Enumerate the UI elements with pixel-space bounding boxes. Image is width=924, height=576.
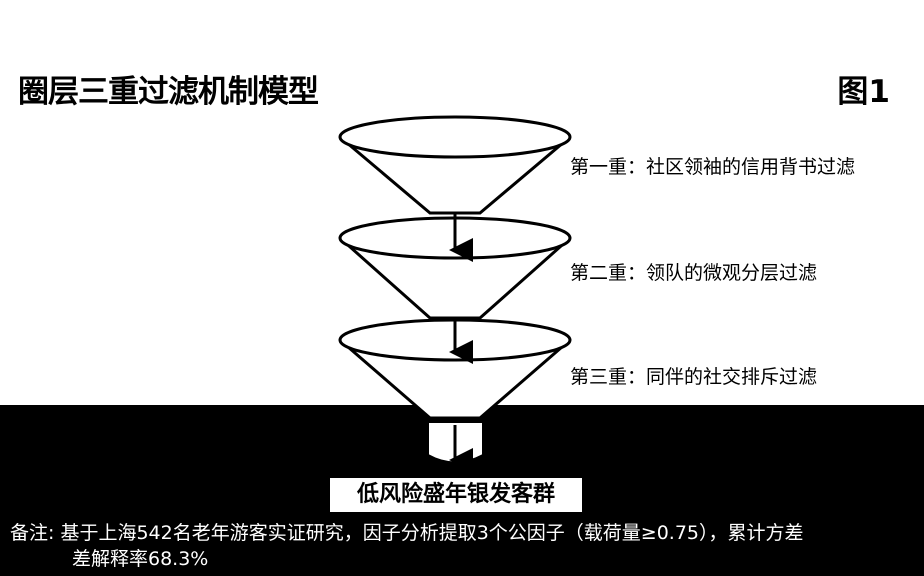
output-box: 低风险盛年银发客群 (330, 478, 582, 512)
stage-2-label: 第二重：领队的微观分层过滤 (570, 262, 818, 284)
footnote-line-2: 差解释率68.3% (72, 548, 209, 570)
footnote: 备注: 基于上海542名老年游客实证研究，因子分析提取3个公因子（载荷量≥0.7… (10, 520, 910, 572)
stage-1-label: 第一重：社区领袖的信用背书过滤 (570, 156, 856, 178)
funnel-1 (338, 115, 572, 215)
page-title: 圈层三重过滤机制模型 (18, 74, 319, 110)
stage-3-label: 第三重：同伴的社交排斥过滤 (570, 366, 818, 388)
footnote-line-1: 备注: 基于上海542名老年游客实证研究，因子分析提取3个公因子（载荷量≥0.7… (10, 522, 804, 544)
figure-label: 图1 (837, 74, 890, 110)
